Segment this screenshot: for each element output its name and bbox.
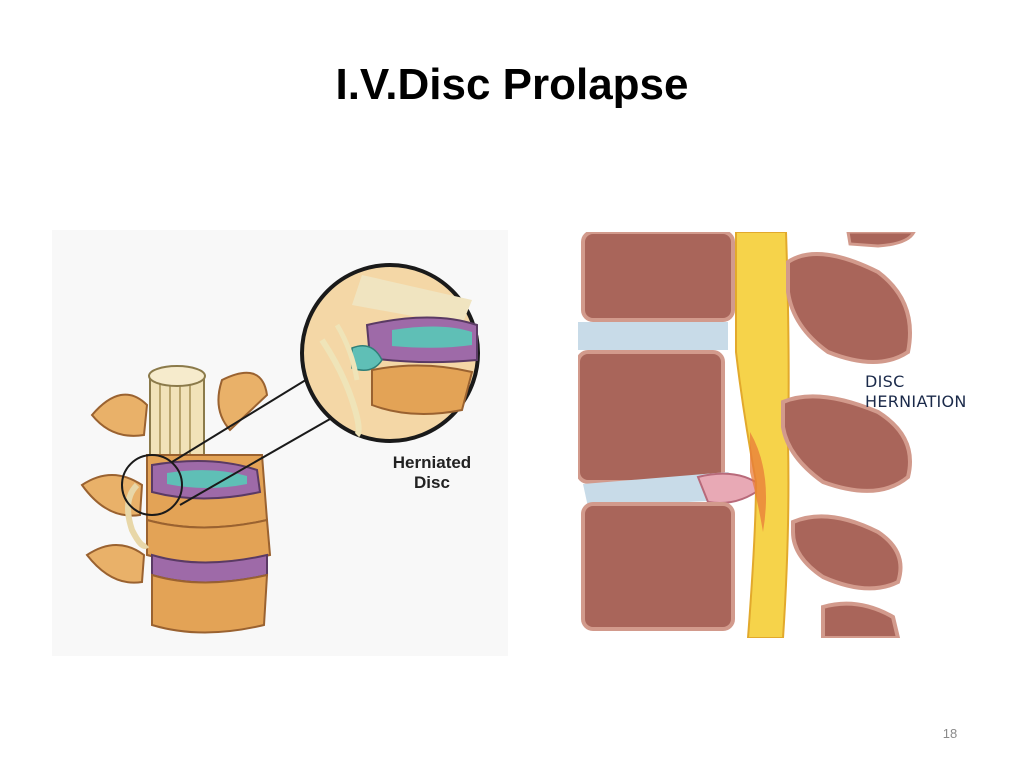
page-number: 18 [942, 726, 958, 741]
slide-title: I.V.Disc Prolapse [335, 60, 689, 109]
disc-herniation-label: DISC HERNIATION [865, 372, 967, 412]
spine-segment-drawing [80, 263, 480, 634]
herniation-label-line1: DISC [865, 372, 905, 391]
herniated-disc-label: Herniated Disc [377, 453, 487, 493]
herniated-label-line1: Herniated [392, 453, 472, 472]
herniated-disc-illustration: Herniated Disc [52, 230, 508, 656]
herniation-label-line2: HERNIATION [865, 392, 967, 411]
sagittal-spine-drawing [578, 232, 916, 638]
disc-herniation-sagittal-illustration: DISC HERNIATION [578, 232, 990, 638]
herniated-label-line2: Disc [414, 473, 450, 492]
